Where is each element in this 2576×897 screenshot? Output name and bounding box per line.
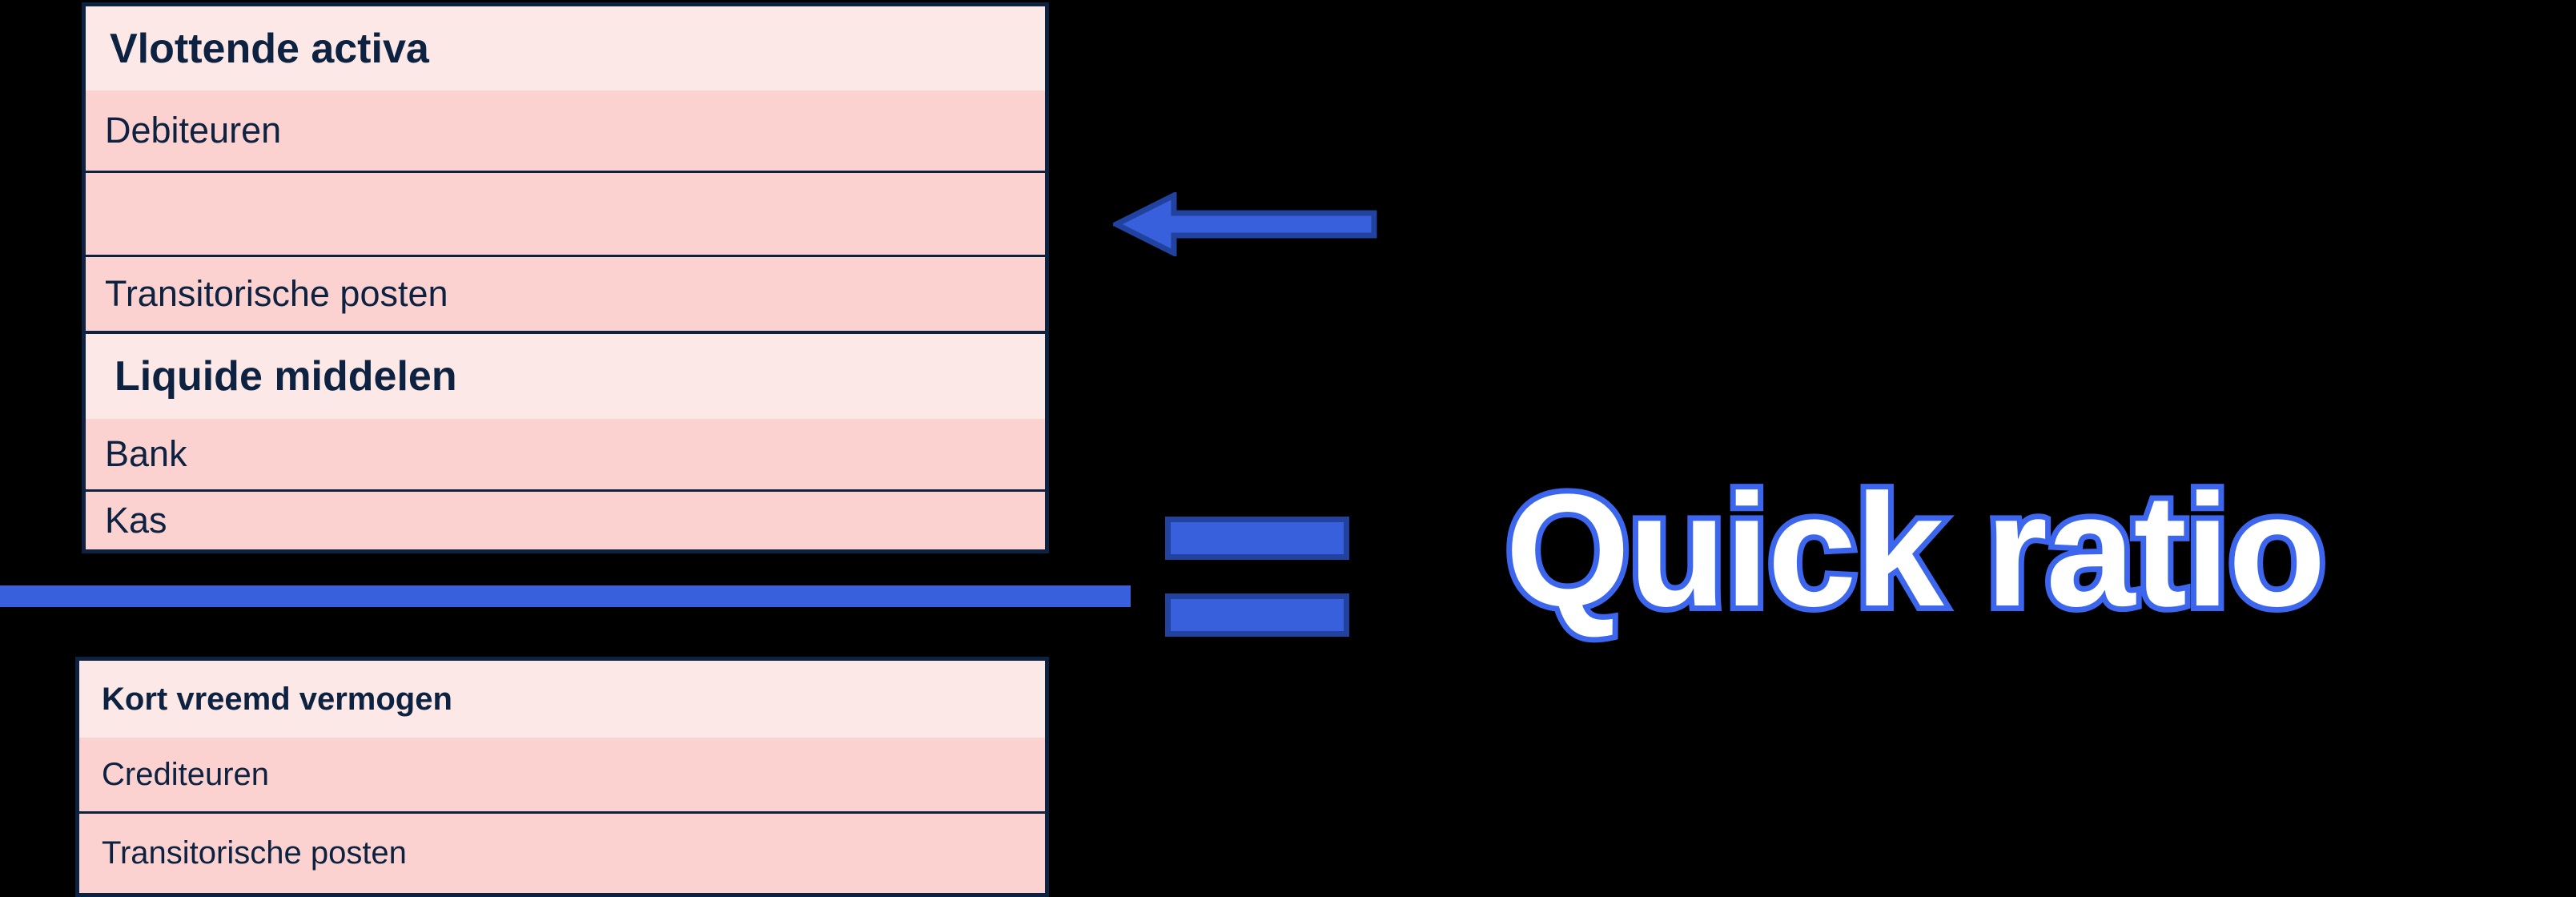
numerator-row-debiteuren: Debiteuren	[86, 91, 1045, 171]
numerator-table: Vlottende activa Debiteuren Transitorisc…	[82, 2, 1049, 553]
row-label: Transitorische posten	[105, 273, 448, 314]
equals-bar-top	[1165, 517, 1349, 560]
numerator-row-vlottende-activa: Vlottende activa	[86, 6, 1045, 91]
numerator-row-transitorische-posten: Transitorische posten	[86, 255, 1045, 331]
equals-sign-icon	[1165, 517, 1349, 637]
denominator-row-crediteuren: Crediteuren	[79, 738, 1045, 811]
row-label: Vlottende activa	[110, 25, 429, 72]
equals-bar-bottom	[1165, 593, 1349, 637]
row-label: Kort vreemd vermogen	[102, 681, 452, 717]
denominator-row-kort-vreemd-vermogen: Kort vreemd vermogen	[79, 661, 1045, 738]
fraction-bar	[0, 585, 1131, 607]
left-arrow-icon	[1113, 192, 1377, 256]
row-label: Bank	[105, 433, 187, 474]
quick-ratio-title: Quick ratio	[1500, 461, 2332, 640]
numerator-row-blank	[86, 171, 1045, 255]
numerator-row-bank: Bank	[86, 419, 1045, 489]
numerator-row-liquide-middelen: Liquide middelen	[86, 331, 1045, 419]
denominator-row-transitorische-posten: Transitorische posten	[79, 811, 1045, 893]
row-label: Liquide middelen	[115, 353, 457, 400]
numerator-row-kas: Kas	[86, 489, 1045, 549]
row-label: Debiteuren	[105, 110, 282, 151]
row-label: Transitorische posten	[102, 835, 407, 871]
row-label: Kas	[105, 500, 167, 541]
row-label: Crediteuren	[102, 756, 270, 792]
denominator-table: Kort vreemd vermogen Crediteuren Transit…	[75, 657, 1049, 897]
